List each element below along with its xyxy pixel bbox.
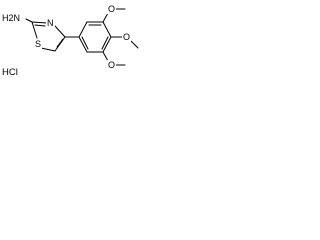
bond-c4-n3 [54, 25, 66, 38]
bond-n3-c2-double [34, 24, 46, 27]
structure-bonds [25, 8, 139, 66]
bond-c5-c4-double [56, 38, 64, 48]
bond-ar1 [78, 21, 88, 38]
amine-label: H2N [1, 13, 22, 23]
nitrogen-atom-label: N [46, 18, 55, 28]
bond-ar6 [78, 36, 88, 53]
bond-ar-o-bottom [102, 51, 109, 62]
bond-ar-double-2 [101, 36, 109, 50]
bond-ar-double-3 [81, 36, 89, 50]
oxygen-atom-label-top: O [107, 4, 117, 14]
bond-ar4 [102, 36, 112, 53]
bond-c2-s1 [31, 21, 38, 39]
oxygen-atom-label-bottom: O [107, 60, 117, 70]
bond-s1-c5 [40, 47, 56, 52]
hcl-salt-label: HCl [1, 67, 19, 78]
bond-ar-o-top [102, 12, 109, 23]
bond-n3-c2 [31, 21, 48, 24]
bond-c5-c4 [54, 36, 66, 52]
sulfur-atom-label: S [34, 39, 43, 49]
bond-ar3 [102, 21, 112, 38]
oxygen-atom-label-middle: O [122, 32, 132, 42]
bond-o-ch3-middle [130, 40, 139, 49]
bond-c2-amine [25, 18, 33, 23]
structure-canvas: H2N S N O O O HCl [0, 0, 156, 94]
